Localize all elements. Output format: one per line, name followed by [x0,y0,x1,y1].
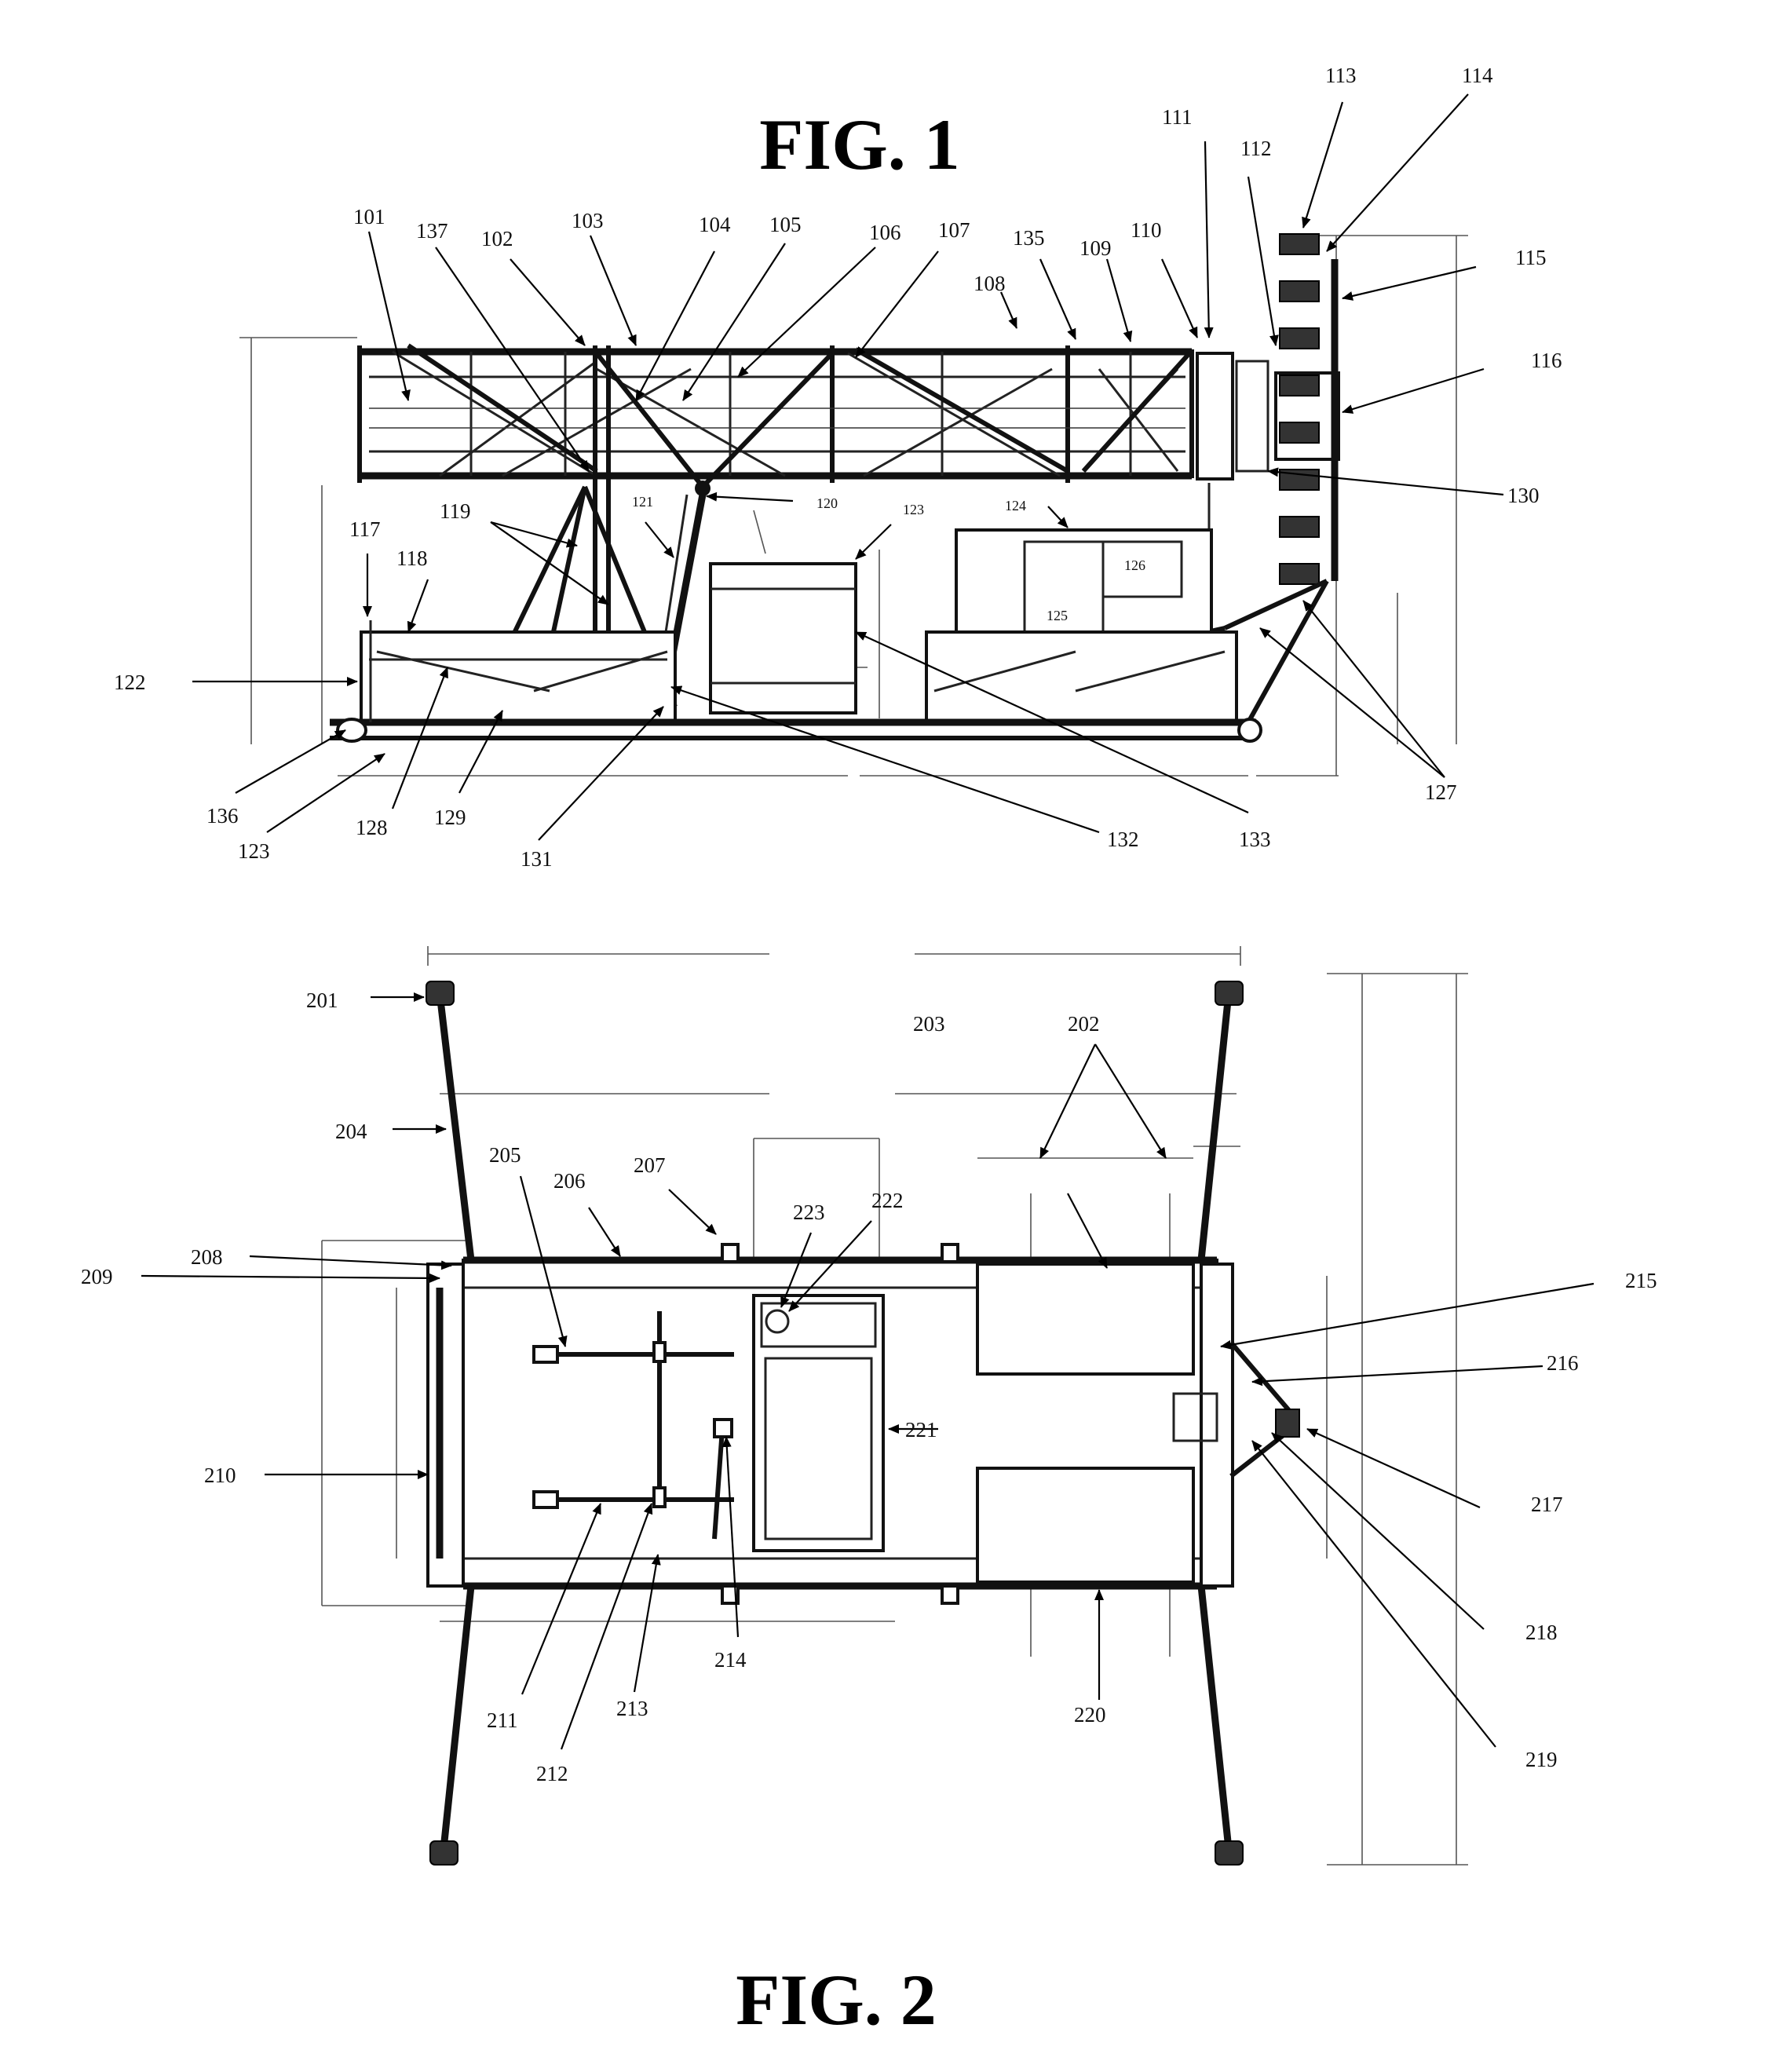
ref-211: 211 [487,1708,518,1732]
ref-136: 136 [206,804,239,828]
ref-201: 201 [306,988,338,1012]
ref-112: 112 [1240,137,1272,160]
ref-208: 208 [191,1245,223,1269]
ref-118: 118 [396,546,428,570]
ref-101: 101 [353,205,385,228]
ref-130: 130 [1507,484,1540,507]
ref-117: 117 [349,517,381,541]
ref-103: 103 [572,209,604,232]
ref-216: 216 [1547,1351,1579,1375]
ref-223: 223 [793,1200,825,1224]
ref-104: 104 [699,213,731,236]
ref-135: 135 [1013,226,1045,250]
ref-202: 202 [1068,1012,1100,1036]
ref-210: 210 [204,1464,236,1487]
ref-203: 203 [913,1012,945,1036]
ref-204: 204 [335,1120,367,1143]
ref-102: 102 [481,227,513,250]
ref-218: 218 [1525,1621,1558,1644]
ref-209: 209 [81,1265,113,1288]
fig2-drawing: FIG. 2 [81,946,1657,2040]
ref-205: 205 [489,1143,521,1167]
fig2-title: FIG. 2 [736,1960,937,2040]
ref-109: 109 [1079,236,1112,260]
ref-106: 106 [869,221,901,244]
ref-137: 137 [416,219,448,243]
ref-215: 215 [1625,1269,1657,1292]
ref-108: 108 [974,272,1006,295]
ref-221: 221 [905,1418,937,1442]
ref-115: 115 [1515,246,1547,269]
ref-114: 114 [1462,64,1493,87]
ref-222: 222 [871,1189,904,1212]
ref-119: 119 [440,499,471,523]
ref-120: 120 [816,495,838,511]
ref-124: 124 [1005,498,1026,513]
fig1-drawing: FIG. 1 [114,64,1562,871]
ref-111: 111 [1162,105,1193,129]
ref-126: 126 [1124,557,1145,573]
ref-107: 107 [938,218,970,242]
ref-129: 129 [434,806,466,829]
ref-121: 121 [632,494,653,510]
ref-213: 213 [616,1697,648,1720]
ref-127: 127 [1425,780,1457,804]
ref-133: 133 [1239,828,1271,851]
fig1-reference-numerals: 101 137 102 103 104 105 106 107 135 108 … [114,64,1562,871]
ref-123-bottom: 123 [238,839,270,863]
ref-132: 132 [1107,828,1139,851]
fig1-leaders [192,94,1503,840]
ref-110: 110 [1131,218,1162,242]
ref-122: 122 [114,671,146,694]
ref-128: 128 [356,816,388,839]
ref-123-top: 123 [903,502,924,517]
ref-217: 217 [1531,1493,1563,1516]
ref-219: 219 [1525,1748,1558,1771]
ref-113: 113 [1325,64,1357,87]
ref-105: 105 [769,213,802,236]
ref-220: 220 [1074,1703,1106,1727]
ref-206: 206 [553,1169,586,1193]
ref-207: 207 [634,1153,666,1177]
fig1-title: FIG. 1 [759,104,960,185]
ref-131: 131 [521,847,553,871]
ref-214: 214 [714,1648,747,1672]
ref-212: 212 [536,1762,568,1785]
ref-125: 125 [1047,608,1068,623]
ref-116: 116 [1531,349,1562,372]
